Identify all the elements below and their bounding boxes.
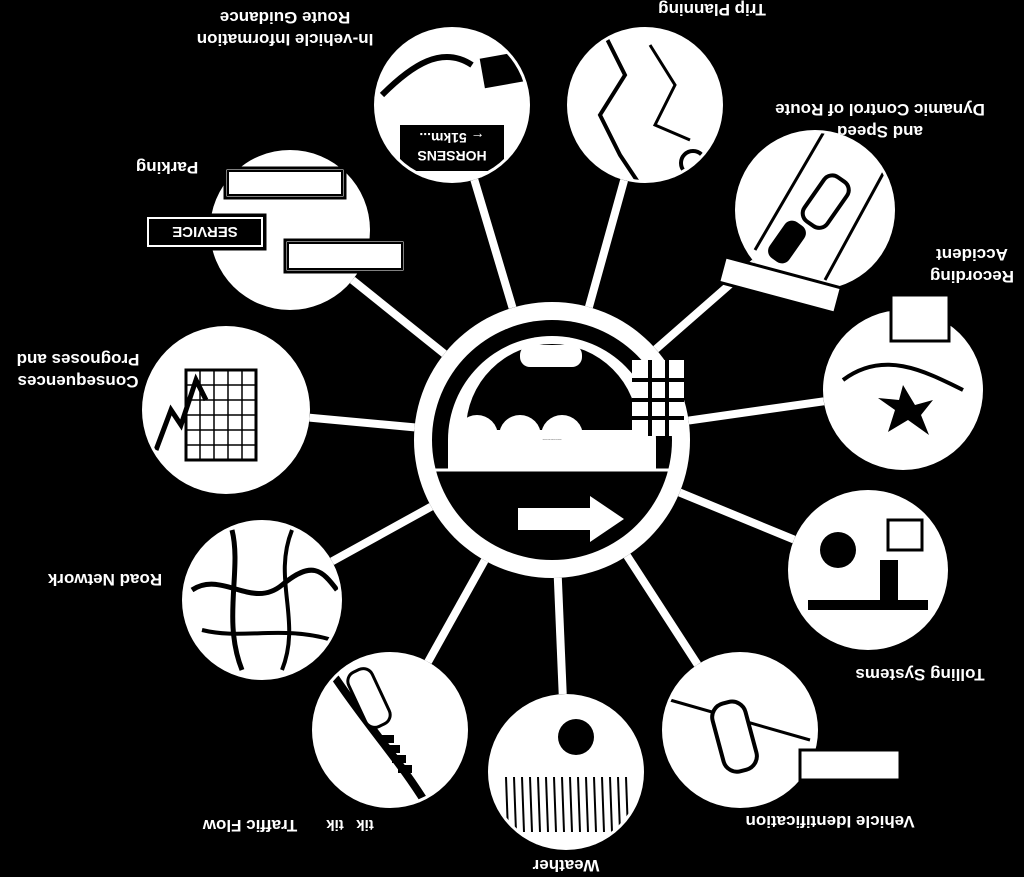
node-label-line: In-vehicle Information bbox=[197, 30, 374, 49]
label-traffic-flow: Traffic Flow bbox=[202, 816, 297, 835]
label-trip-planning: Trip Planning bbox=[658, 0, 766, 19]
node-label-line: Road Network bbox=[47, 570, 162, 589]
spoke-traffic-flow bbox=[424, 558, 489, 664]
parking-sign-text: P FRI bbox=[326, 247, 364, 264]
sign-distance: ← 51km... bbox=[419, 130, 484, 146]
queue-sign bbox=[716, 255, 844, 315]
spoke-prognoses bbox=[309, 413, 415, 432]
label-tolling-systems: Tolling Systems bbox=[855, 665, 984, 684]
chart-figure-icon bbox=[153, 368, 258, 462]
node-label-line: Trip Planning bbox=[658, 0, 766, 19]
node-bubble bbox=[182, 520, 342, 680]
network-map-icon bbox=[190, 529, 339, 671]
umbrella-icon bbox=[505, 719, 629, 833]
node-label-line: Vehicle Identification bbox=[745, 812, 914, 831]
grid-icon bbox=[632, 360, 684, 436]
node-label-line: Accident bbox=[936, 245, 1008, 264]
spoke-accident-recording bbox=[688, 397, 825, 425]
spoke-road-network bbox=[330, 503, 434, 565]
node-parking[interactable]: P OPTAGET SERVICE P FRI Parking bbox=[136, 150, 407, 310]
parking-sign-text: SERVICE bbox=[172, 223, 238, 240]
crash-icon bbox=[841, 362, 964, 435]
recorder-box bbox=[889, 293, 951, 343]
node-bubble bbox=[312, 652, 468, 808]
arrow-right-icon bbox=[518, 496, 624, 542]
node-tolling-systems[interactable]: Tolling Systems bbox=[788, 490, 985, 684]
license-plate-icon bbox=[669, 698, 811, 774]
node-weather[interactable]: Weather bbox=[488, 694, 644, 875]
node-label-line: Prognoses and bbox=[17, 350, 140, 369]
spoke-route-guidance bbox=[470, 178, 517, 309]
center-label: Integrated Road Transport Environment bbox=[543, 438, 563, 441]
label-dynamic-control: Dynamic Control of Route and Speed bbox=[775, 100, 985, 141]
node-route-guidance[interactable]: HORSENS ← 51km... Route GuidanceIn-vehicle… bbox=[197, 8, 530, 183]
node-label-line: Traffic Flow bbox=[202, 816, 297, 835]
node-trip-planning[interactable]: Trip Planning bbox=[567, 0, 766, 185]
node-label-line: Route Guidance bbox=[220, 8, 350, 27]
label-weather: Weather bbox=[532, 856, 599, 875]
parking-sign-text: P OPTAGET bbox=[242, 174, 327, 191]
node-bubble bbox=[488, 694, 644, 850]
spoke-tolling-systems bbox=[678, 488, 796, 544]
sound-text: tik bbox=[356, 816, 374, 833]
toll-booth-icon bbox=[808, 518, 928, 610]
node-label-line: Tolling Systems bbox=[855, 665, 984, 684]
node-bubble bbox=[567, 27, 723, 183]
car-lane-icon bbox=[753, 133, 887, 281]
label-vehicle-identification: Vehicle Identification bbox=[745, 812, 914, 831]
traffic-lane-icon bbox=[326, 667, 434, 805]
spoke-trip-planning bbox=[585, 179, 628, 309]
spoke-parking bbox=[349, 276, 447, 357]
node-label-line: Recording bbox=[930, 267, 1014, 286]
sound-text: tik bbox=[326, 816, 344, 833]
parking-sign-2: SERVICE bbox=[143, 213, 267, 251]
parking-sign-1: P OPTAGET bbox=[223, 166, 347, 200]
license-plate bbox=[798, 748, 902, 782]
sign-destination: HORSENS bbox=[417, 148, 486, 164]
center-hub[interactable]: Integrated Road Transport Environment bbox=[414, 302, 690, 578]
label-road-network: Road Network bbox=[47, 570, 162, 589]
node-label-line: Parking bbox=[136, 158, 198, 177]
node-label-line: Weather bbox=[532, 856, 599, 875]
parking-sign-3: P FRI bbox=[283, 238, 407, 274]
node-label-line: and Speed bbox=[837, 122, 923, 141]
spoke-vehicle-identification bbox=[623, 553, 701, 667]
node-label-line: Consequences bbox=[18, 372, 139, 391]
node-road-network[interactable]: Road Network bbox=[47, 520, 342, 680]
node-label-line: Dynamic Control of Route bbox=[775, 100, 985, 119]
steering-wheel-icon bbox=[448, 336, 656, 470]
spokes bbox=[309, 178, 825, 695]
spoke-weather bbox=[553, 577, 567, 695]
node-bubble bbox=[788, 490, 948, 650]
license-plate-text: MI591 bbox=[822, 753, 878, 775]
label-parking: Parking bbox=[136, 158, 198, 177]
